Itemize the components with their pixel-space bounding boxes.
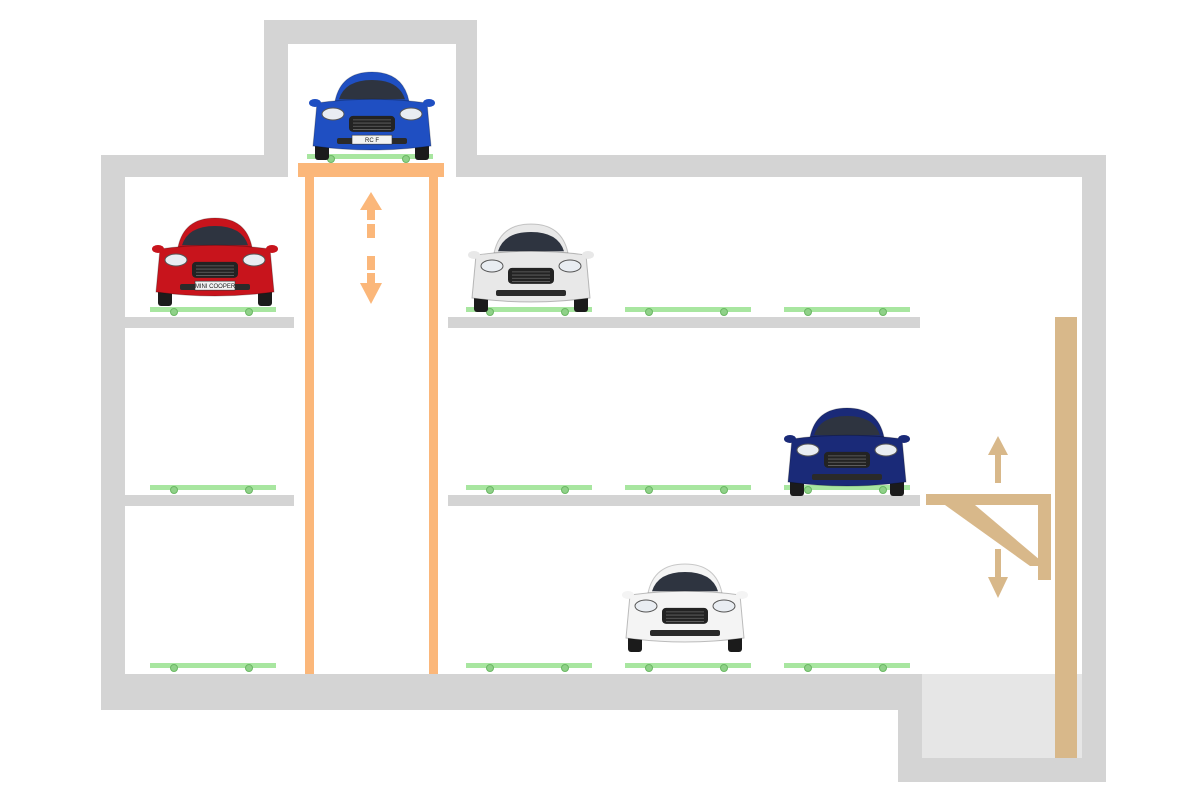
slab-right-lower: [448, 495, 920, 506]
porsche-cayenne-car-icon: [622, 563, 748, 652]
parking-pallet: [625, 485, 751, 494]
license-plate-text: MINI COOPER: [195, 284, 236, 290]
parking-pallet: [150, 307, 276, 316]
side-lift: [926, 317, 1077, 758]
license-plate-text: RC F: [365, 138, 379, 144]
parking-pallet: [625, 663, 751, 672]
tower-left-wall: [264, 20, 288, 177]
left-wall: [101, 155, 125, 710]
vw-beetle-car-icon: [468, 223, 594, 312]
mini-cooper-car-icon: MINI COOPER: [152, 217, 278, 306]
side-lift-brace: [945, 505, 1040, 566]
parking-pallets: [150, 154, 910, 672]
cars-layer: RC F MINI COOPER: [152, 71, 910, 652]
central-lift: [298, 163, 444, 674]
arrow-up-icon: [360, 192, 382, 238]
parking-pallet: [150, 485, 276, 494]
side-lift-mast: [1055, 317, 1077, 758]
parking-pallet: [466, 307, 592, 316]
tower-right-wall: [456, 20, 477, 177]
lift-rail-right: [429, 177, 438, 674]
side-lift-carriage: [1038, 494, 1051, 580]
lift-rail-left: [305, 177, 314, 674]
lexus-rcf-car-icon: RC F: [309, 71, 435, 160]
slab-left-upper: [125, 317, 294, 328]
right-wall: [1082, 155, 1106, 782]
top-wall-left: [101, 155, 286, 177]
parking-pallet: [150, 663, 276, 672]
slab-right-upper: [448, 317, 920, 328]
parking-pallet: [625, 307, 751, 316]
parking-pallet: [784, 485, 910, 494]
parking-pallet: [466, 485, 592, 494]
tower-top-wall: [264, 20, 477, 44]
parking-pallet: [784, 663, 910, 672]
arrow-down-icon: [360, 256, 382, 304]
floor-slabs: [125, 317, 920, 506]
pit-bottom-wall: [898, 758, 1106, 782]
ground-floor: [101, 674, 921, 710]
bmw-6-car-icon: [784, 407, 910, 496]
lift-platform: [298, 163, 444, 177]
arrow-down-icon: [988, 549, 1008, 598]
side-lift-arm: [926, 494, 1050, 505]
parking-pallet: [466, 663, 592, 672]
slab-left-lower: [125, 495, 294, 506]
parking-pallet: [784, 307, 910, 316]
arrow-up-icon: [988, 436, 1008, 483]
top-wall-right: [456, 155, 1106, 177]
